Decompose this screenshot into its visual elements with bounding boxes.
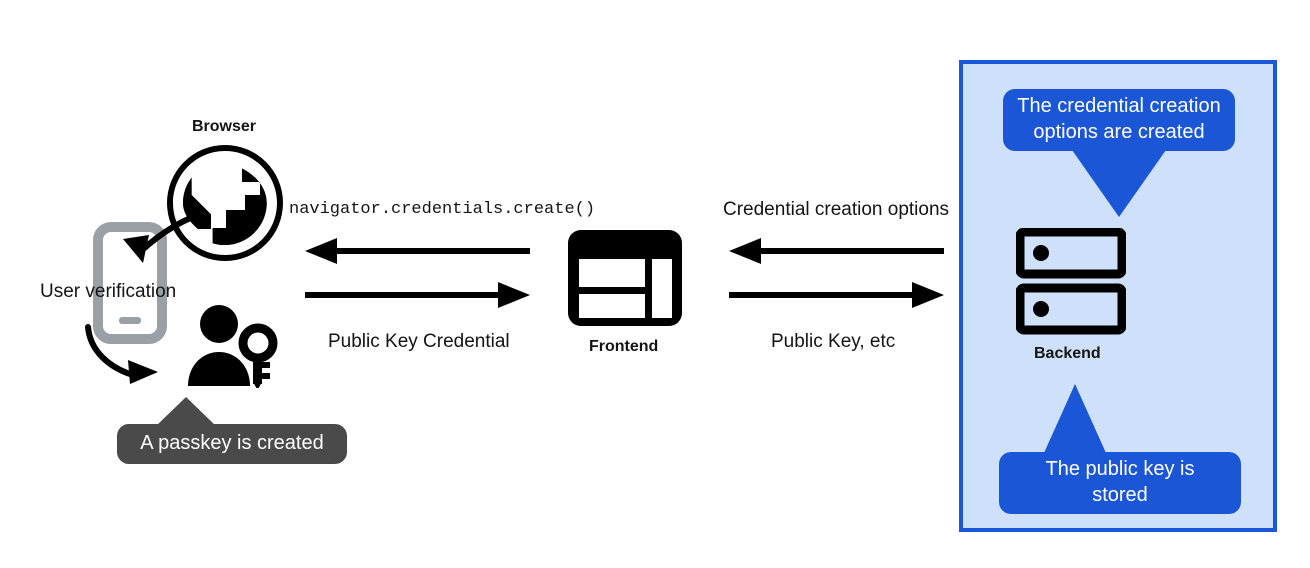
passkey-callout-tail — [155, 397, 217, 427]
mobile-phone-icon — [93, 222, 167, 344]
arrow-frontend-to-browser-icon — [305, 238, 530, 264]
credential-creation-options-callout-line1: The credential creation — [1017, 95, 1221, 118]
browser-label: Browser — [192, 118, 257, 135]
credential-creation-options-callout: The credential creation options are crea… — [1003, 89, 1235, 151]
public-key-stored-callout-tail — [1044, 384, 1106, 453]
public-key-stored-callout: The public key is stored — [999, 452, 1241, 514]
passkey-created-callout: A passkey is created — [117, 424, 347, 464]
public-key-credential-label: Public Key Credential — [328, 331, 510, 352]
user-with-key-icon — [186, 304, 281, 388]
globe-icon — [165, 143, 285, 263]
arrow-browser-to-device-icon — [95, 205, 215, 285]
server-rack-icon — [1016, 228, 1126, 336]
browser-window-layout-icon — [566, 228, 684, 328]
public-key-stored-callout-line2: stored — [1092, 484, 1148, 506]
user-verification-label: User verification — [40, 281, 177, 302]
arrow-browser-to-frontend-icon — [305, 282, 530, 308]
arrow-frontend-to-backend-icon — [729, 282, 944, 308]
public-key-etc-label: Public Key, etc — [771, 331, 896, 352]
arrow-device-to-user-icon — [80, 322, 200, 392]
frontend-label: Frontend — [589, 338, 659, 355]
credential-creation-options-callout-line2: options are created — [1033, 121, 1205, 143]
navigator-create-label: navigator.credentials.create() — [289, 200, 596, 219]
passkey-created-callout-text: A passkey is created — [140, 432, 324, 455]
backend-label: Backend — [1034, 345, 1101, 362]
arrow-backend-to-frontend-icon — [729, 238, 944, 264]
credential-creation-options-callout-tail — [1072, 150, 1166, 217]
credential-creation-options-label: Credential creation options — [723, 199, 950, 220]
public-key-stored-callout-line1: The public key is — [1045, 458, 1195, 481]
